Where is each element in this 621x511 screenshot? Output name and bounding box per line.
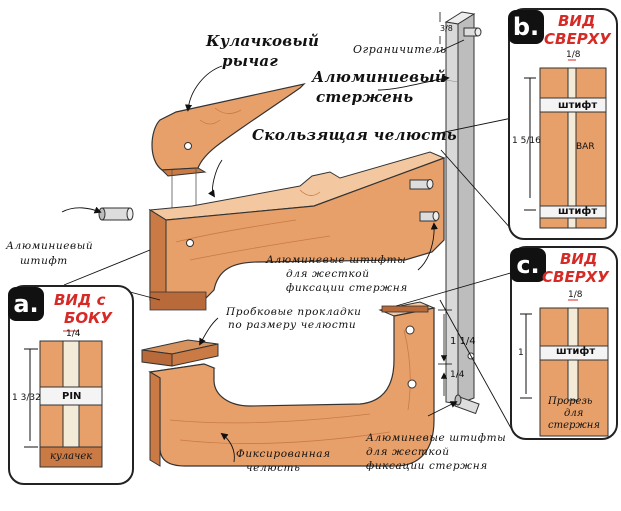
cork-pads-label-2: по размеру челюсти bbox=[228, 319, 357, 331]
cork-pads-label-1: Пробковые прокладки bbox=[226, 306, 362, 318]
panel-a-dim-top: 1/4 bbox=[66, 329, 81, 339]
panel-b-dim-side: 1 5/16 bbox=[512, 136, 541, 146]
panel-a-pin-label: PIN bbox=[62, 391, 82, 402]
fixed-jaw bbox=[148, 301, 436, 467]
aluminum-pin-label-2: штифт bbox=[20, 255, 68, 267]
panel-b-letter: b. bbox=[508, 10, 544, 44]
aluminum-bar-label-2: стержень bbox=[316, 88, 414, 106]
panel-c-dim-top: 1/8 bbox=[568, 290, 583, 300]
fixed-jaw-pin bbox=[454, 394, 480, 415]
limiter-label: Ограничитель bbox=[353, 43, 447, 56]
fixed-jaw-dimensions bbox=[438, 309, 452, 396]
limiter-dim-label: 3/8 bbox=[440, 24, 453, 33]
sliding-jaw bbox=[148, 151, 446, 311]
panel-c-slot-label-1: Прорезь bbox=[548, 396, 593, 407]
panel-c-slot-label-3: стержня bbox=[548, 420, 600, 431]
panel-a-part-label: кулачек bbox=[50, 451, 93, 462]
panel-a-title-1: ВИД с bbox=[54, 291, 106, 309]
fixed-jaw-label-2: челюсть bbox=[246, 462, 301, 474]
panel-b-top-view: b. ВИД СВЕРХУ 1/8 1 5/16 штифт BAR штифт bbox=[508, 8, 618, 240]
panel-b-pin-bottom: штифт bbox=[558, 206, 598, 217]
fixed-jaw-label-1: Фиксированная bbox=[236, 448, 331, 460]
sliding-jaw-label: Скользящая челюсть bbox=[252, 126, 457, 144]
lower-pins-label-3: фиксации стержня bbox=[366, 460, 488, 472]
panel-c-title-2: СВЕРХУ bbox=[542, 268, 609, 286]
leader-lines bbox=[61, 39, 515, 463]
panel-c-title-1: ВИД bbox=[560, 250, 598, 268]
panel-b-dim-top: 1/8 bbox=[566, 50, 581, 60]
lower-pins-label-1: Алюминевые штифты bbox=[366, 432, 507, 444]
upper-pins-label-2: для жесткой bbox=[286, 268, 370, 280]
aluminum-bar bbox=[444, 11, 476, 405]
cam-lever-label-2: рычаг bbox=[222, 52, 279, 70]
cork-pad bbox=[141, 339, 219, 367]
panel-b-title-1: ВИД bbox=[558, 12, 596, 30]
cam-lever bbox=[151, 82, 306, 210]
panel-c-slot-label-2: для bbox=[564, 408, 584, 419]
panel-c-letter: c. bbox=[510, 248, 546, 282]
panel-a-side-view: a. ВИД с БОКУ 1/4 1 3/32 PIN кулачек bbox=[8, 285, 134, 485]
aluminum-bar-label-1: Алюминиевый bbox=[312, 68, 447, 86]
fixed-jaw-gap-label: 1/4 bbox=[450, 370, 465, 380]
panel-c-dim-side: 1 bbox=[518, 348, 524, 358]
aluminum-pin-part bbox=[98, 207, 134, 221]
panel-a-title-2: БОКУ bbox=[64, 309, 113, 327]
aluminum-pin-label-1: Алюминиевый bbox=[6, 240, 94, 252]
cam-lever-label-1: Кулачковый bbox=[206, 32, 320, 50]
limiter-pin bbox=[463, 27, 482, 37]
panel-a-drawing bbox=[24, 330, 103, 468]
upper-pins-label-1: Алюминевые штифты bbox=[266, 254, 407, 266]
panel-b-pin-top: штифт bbox=[558, 100, 598, 111]
panel-a-dim-side: 1 3/32 bbox=[12, 393, 41, 403]
panel-b-bar-label: BAR bbox=[576, 142, 595, 152]
panel-b-drawing bbox=[524, 59, 607, 229]
fixed-jaw-height-label: 1 1/4 bbox=[450, 336, 476, 347]
upper-pins-label-3: фиксации стержня bbox=[286, 282, 408, 294]
panel-c-pin-label: штифт bbox=[556, 346, 596, 357]
panel-b-title-2: СВЕРХУ bbox=[544, 30, 611, 48]
lower-pins-label-2: для жесткой bbox=[366, 446, 450, 458]
panel-c-top-view: c. ВИД СВЕРХУ 1/8 1 штифт Прорезь для ст… bbox=[510, 246, 618, 440]
panel-a-letter: a. bbox=[8, 287, 44, 321]
panel-c-drawing bbox=[520, 299, 609, 437]
